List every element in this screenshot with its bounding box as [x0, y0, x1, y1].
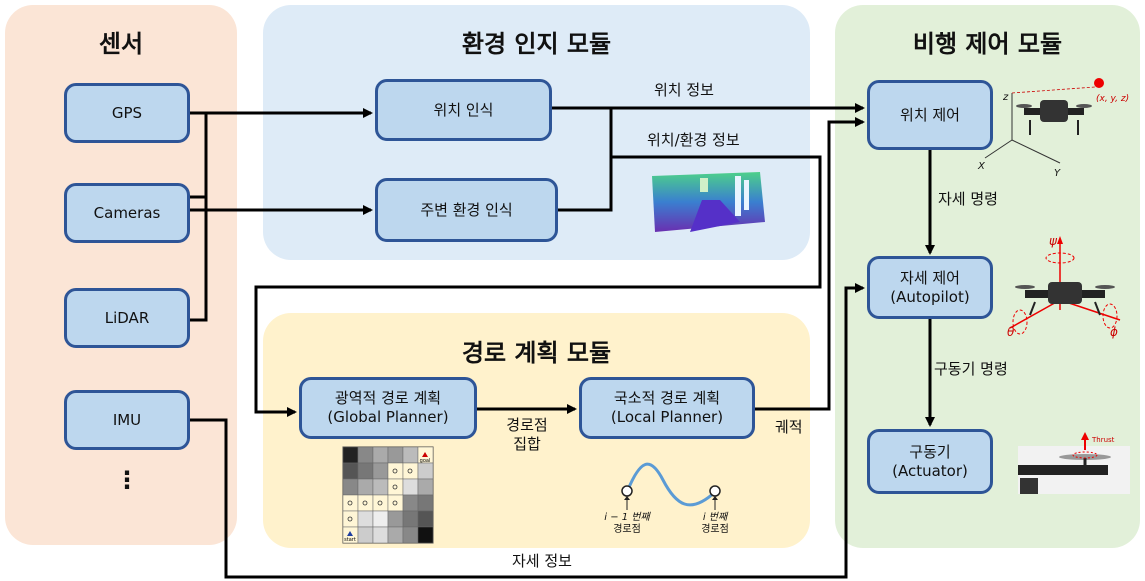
actuator-command-label: 구동기 명령 [934, 360, 1008, 378]
imu-label: IMU [112, 410, 142, 429]
actuator-label: 구동기 [909, 442, 951, 461]
actuator-box[interactable]: 구동기 (Actuator) [867, 429, 993, 494]
perception-panel-title: 환경 인지 모듈 [461, 30, 612, 58]
drone-axes-illustration [984, 78, 1104, 164]
attitude-control-box[interactable]: 자세 제어 (Autopilot) [867, 256, 993, 319]
localization-box[interactable]: 위치 인식 [375, 79, 552, 141]
grid-goal-label: goal [420, 458, 431, 464]
local-planner-box[interactable]: 국소적 경로 계획 (Local Planner) [579, 377, 755, 439]
local-planner-sublabel: (Local Planner) [610, 408, 724, 426]
attitude-command-label: 자세 명령 [938, 190, 998, 208]
axis-x-label: X [978, 161, 985, 172]
drone-icon [1015, 282, 1115, 316]
environment-recognition-box[interactable]: 주변 환경 인식 [375, 178, 558, 242]
cameras-sensor-box[interactable]: Cameras [64, 183, 190, 243]
start-marker-icon [347, 531, 353, 536]
next-waypoint-line2: 경로점 [701, 524, 729, 535]
actuator-illustration [1018, 432, 1130, 494]
attitude-control-sublabel: (Autopilot) [890, 287, 970, 306]
flight-panel-title: 비행 제어 모듈 [912, 30, 1063, 58]
waypoint-set-line1: 경로점 [506, 416, 548, 434]
more-sensors-ellipsis: ⋮ [115, 466, 139, 494]
grid-map: goal start [342, 446, 434, 544]
drone-icon [1016, 100, 1092, 135]
position-control-box[interactable]: 위치 제어 [867, 80, 993, 150]
waypoint-set-line2: 집합 [513, 435, 541, 453]
gps-label: GPS [111, 103, 143, 122]
grid-start-label: start [344, 537, 356, 543]
next-waypoint-label: i 번째 경로점 [690, 512, 740, 536]
target-point-icon [1094, 78, 1104, 88]
gps-sensor-box[interactable]: GPS [64, 83, 190, 143]
sensor-panel-title: 센서 [98, 30, 144, 58]
axis-y-label: Y [1054, 168, 1061, 179]
global-planner-sublabel: (Global Planner) [327, 408, 449, 426]
waypoint-curve [621, 462, 721, 510]
axis-z-label: z [1003, 92, 1009, 103]
attitude-control-label: 자세 제어 [900, 268, 960, 287]
actuator-sublabel: (Actuator) [892, 461, 968, 480]
planning-panel-title: 경로 계획 모듈 [461, 339, 612, 367]
global-planner-box[interactable]: 광역적 경로 계획 (Global Planner) [299, 377, 477, 439]
phi-angle-label: ϕ [1110, 325, 1118, 339]
prev-waypoint-label: i − 1 번째 경로점 [597, 512, 657, 536]
position-control-label: 위치 제어 [900, 105, 960, 124]
thrust-arrow-icon [1081, 432, 1089, 440]
position-info-label: 위치 정보 [654, 81, 714, 99]
global-planner-label: 광역적 경로 계획 [334, 389, 442, 407]
target-coordinate-label: (x, y, z) [1096, 94, 1130, 104]
cameras-label: Cameras [93, 203, 161, 222]
next-waypoint-line1: i 번째 [702, 512, 728, 523]
psi-angle-label: ψ [1049, 234, 1057, 248]
waypoint-set-label: 경로점 집합 [497, 416, 557, 454]
goal-marker-icon [422, 452, 428, 457]
prev-waypoint-line1: i − 1 번째 [604, 512, 650, 523]
lidar-label: LiDAR [104, 308, 150, 327]
drone-attitude-illustration [1009, 236, 1121, 335]
theta-angle-label: θ [1007, 325, 1015, 339]
lidar-sensor-box[interactable]: LiDAR [64, 288, 190, 348]
attitude-info-label: 자세 정보 [512, 552, 572, 570]
point-cloud-image [652, 172, 765, 232]
local-planner-label: 국소적 경로 계획 [613, 389, 721, 407]
prev-waypoint-line2: 경로점 [613, 524, 641, 535]
position-environment-info-label: 위치/환경 정보 [647, 131, 740, 149]
imu-sensor-box[interactable]: IMU [64, 390, 190, 450]
localization-label: 위치 인식 [433, 100, 494, 119]
trajectory-label: 궤적 [775, 418, 803, 436]
environment-recognition-label: 주변 환경 인식 [420, 200, 513, 219]
thrust-label: Thrust [1092, 436, 1115, 444]
